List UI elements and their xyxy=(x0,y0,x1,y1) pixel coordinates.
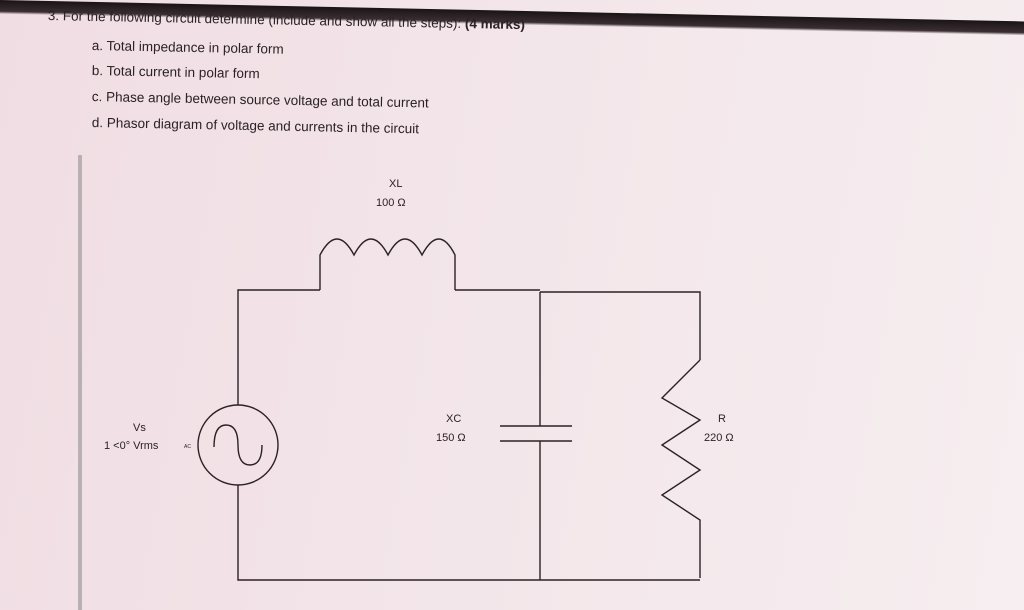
source-name: Vs xyxy=(133,422,146,434)
wire-bottom xyxy=(237,485,700,581)
wire-top xyxy=(455,289,701,360)
inductor xyxy=(319,238,456,290)
capacitor-name: XC xyxy=(446,413,461,425)
resistor-name: R xyxy=(718,413,726,425)
resistor xyxy=(660,359,702,578)
source-tag: AC xyxy=(184,444,191,450)
capacitor-value: 150 Ω xyxy=(436,432,466,444)
capacitor-plates xyxy=(500,425,572,442)
resistor-value: 220 Ω xyxy=(704,432,734,444)
inductor-name: XL xyxy=(389,178,402,190)
left-margin-bar xyxy=(78,155,82,610)
wire-left xyxy=(237,289,320,405)
inductor-value: 100 Ω xyxy=(376,197,406,209)
ac-source xyxy=(197,404,279,486)
source-value: 1 <0° Vrms xyxy=(104,440,159,452)
sine-icon xyxy=(213,424,263,466)
